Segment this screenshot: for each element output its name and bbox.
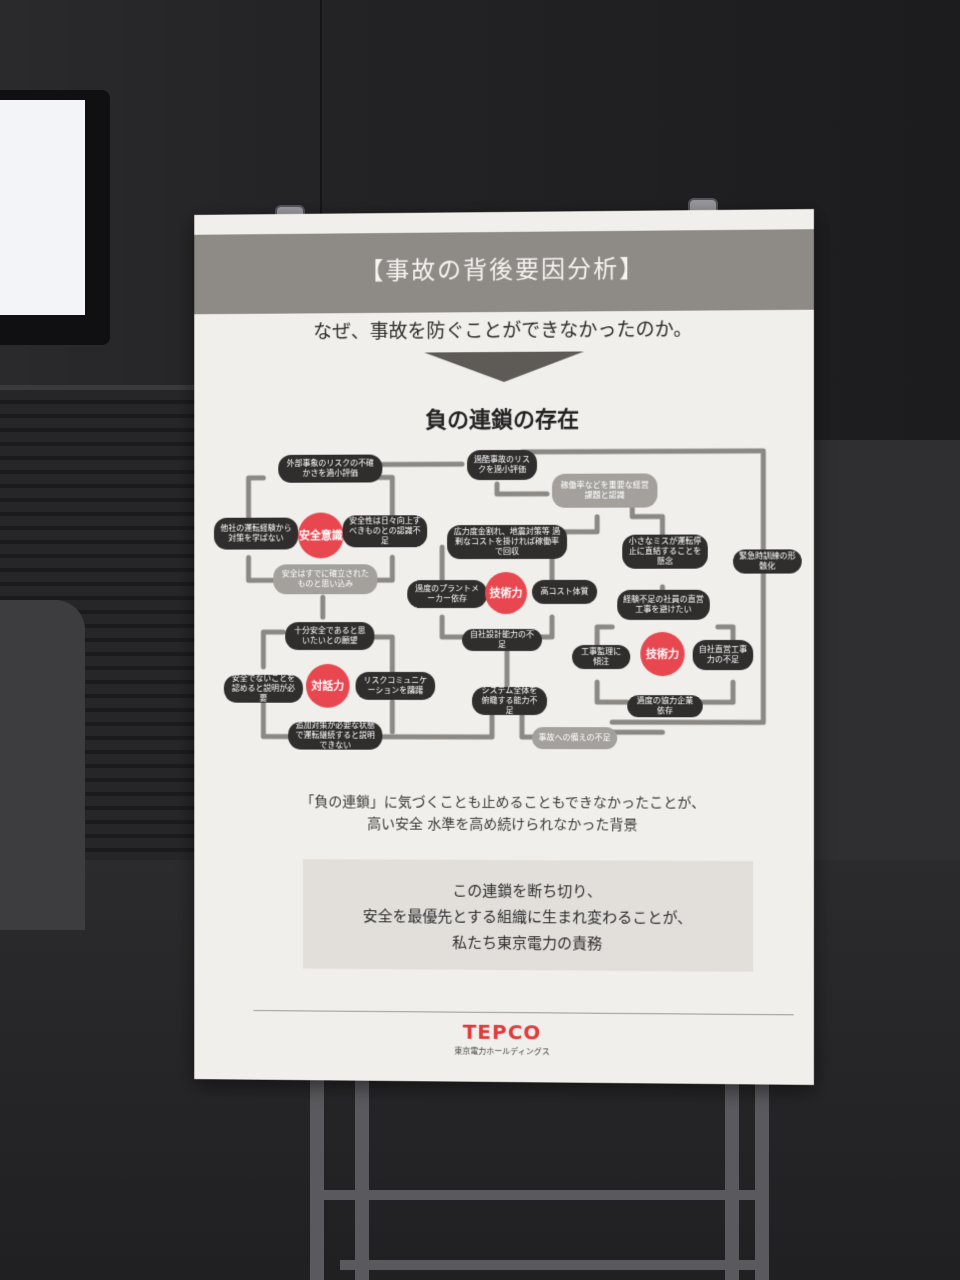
node-maker-dependence: 過度のプラントメーカー依存 [407, 580, 488, 609]
node-not-safe-explain: 安全でないことを認めると説明が必要 [223, 674, 303, 703]
node-small-mistake: 小さなミスが運転停止に直結することを懸念 [622, 534, 708, 569]
tagline: 「負の連鎖」に気づくことも止めることもできなかったことが、 高い安全 水準を高め… [194, 791, 814, 837]
node-safety-established: 安全はすでに確立されたものと思い込み [273, 564, 378, 595]
center-technology-left: 技術力 [485, 571, 527, 615]
node-system-view: システム全体を俯瞰する能力不足 [472, 686, 548, 716]
support-pole [0, 600, 85, 930]
node-direct-construction: 自社直営工事力の不足 [692, 639, 754, 671]
node-continued-operation: 追加対策が必要な状態で運転継続すると説明できない [288, 721, 383, 750]
stand-leg-right-inner [755, 1060, 769, 1280]
kiosk-screen [0, 100, 85, 315]
tagline-line-1: 「負の連鎖」に気づくことも止めることもできなかったことが、 [300, 794, 706, 812]
node-other-companies: 他社の運転経験から対策を学ばない [213, 517, 299, 550]
node-external-risk: 外部事象のリスクの不確かさを過小評価 [278, 454, 383, 483]
node-emergency-drill: 緊急時訓練の形骸化 [733, 549, 802, 574]
message-line-1: この連鎖を断ち切り、 [452, 881, 602, 901]
message-line-2: 安全を最優先とする組織に生まれ変わることが、 [362, 907, 693, 928]
node-inexperienced-staff: 経験不足の社員の直営工事を避けたい [617, 589, 710, 620]
center-dialogue: 対話力 [305, 663, 350, 708]
message-line-3: 私たち東京電力の責務 [452, 933, 603, 953]
footer-divider [253, 1010, 794, 1016]
node-cost-recovery: 広力度金割れ、地震対策等 過剰なコストを掛ければ稼働率で回収 [447, 524, 568, 560]
node-operation-rate: 稼働率などを重要な経営課題と認識 [552, 473, 658, 508]
stand-crossbar-low [340, 1260, 760, 1270]
node-severe-accident-risk: 過酷事故のリスクを過小評価 [467, 449, 538, 481]
node-design-capability: 自社設計能力の不足 [462, 628, 543, 652]
node-safety-improve: 安全性は日々向上すべきものとの認識不足 [342, 515, 428, 548]
center-safety-awareness: 安全意識 [298, 512, 344, 559]
tagline-line-2: 高い安全 水準を高め続けられなかった背景 [367, 816, 638, 834]
stand-crossbar [320, 1190, 760, 1200]
message: この連鎖を断ち切り、 安全を最優先とする組織に生まれ変わることが、 私たち東京電… [303, 877, 753, 958]
node-want-safe: 十分安全であると思いたいとの願望 [285, 622, 375, 650]
sign-board: 【事故の背後要因分析】 なぜ、事故を防ぐことができなかったのか。 負の連鎖の存在 [194, 209, 814, 1085]
node-risk-communication: リスクコミュニケーションを躊躇 [355, 671, 436, 700]
stand-leg-right [725, 1060, 739, 1280]
tepco-logo: TEPCO [462, 1019, 542, 1045]
center-technology-right: 技術力 [640, 631, 685, 677]
stand-leg-left [310, 1075, 324, 1280]
node-contractor-dependence: 過度の協力企業依存 [627, 695, 703, 718]
stand-leg-left-inner [355, 1075, 369, 1280]
node-construction-supervision: 工事監理に傾注 [572, 644, 631, 670]
node-lack-of-preparation: 事故への備えの不足 [532, 727, 618, 750]
node-high-cost: 高コスト体質 [532, 579, 598, 604]
